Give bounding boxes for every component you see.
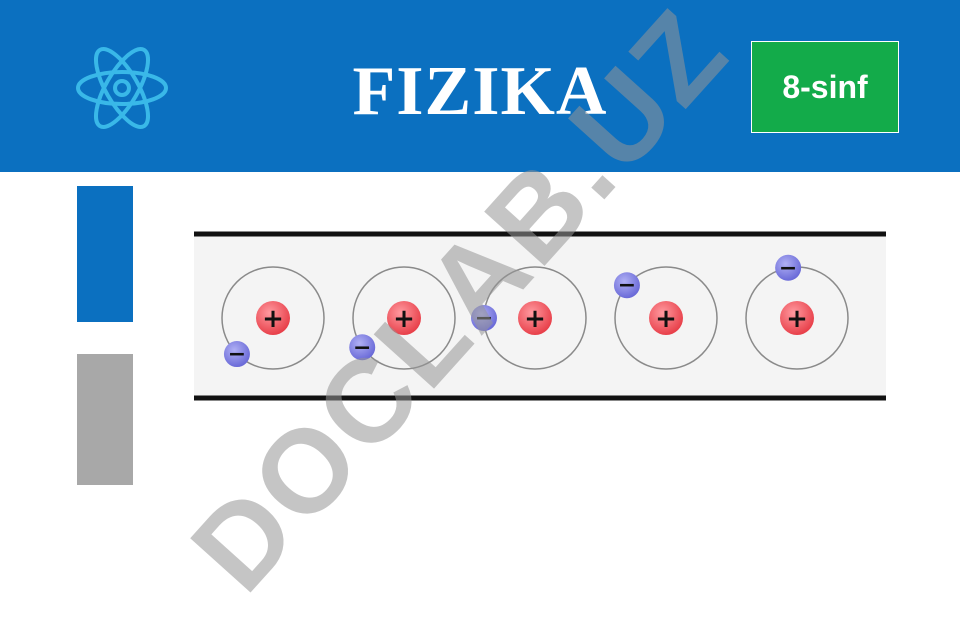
proton	[780, 301, 814, 335]
atoms-in-conductor-diagram: +−+−+−+−+−	[194, 231, 886, 401]
electron-orbit	[614, 266, 718, 370]
proton-label: +	[786, 304, 808, 334]
proton	[649, 301, 683, 335]
side-bar-gray	[77, 354, 133, 485]
side-bar-blue	[77, 186, 133, 322]
atom: +−	[349, 266, 456, 370]
grade-badge: 8-sinf	[751, 41, 899, 133]
atom-icon	[76, 47, 168, 129]
proton	[256, 301, 290, 335]
electron	[775, 254, 802, 281]
proton-label: +	[524, 304, 546, 334]
electron-label: −	[353, 335, 371, 360]
proton	[518, 301, 552, 335]
atom: +−	[745, 254, 849, 370]
electron	[471, 305, 497, 331]
electron-orbit	[352, 266, 456, 370]
proton	[387, 301, 421, 335]
atom: +−	[471, 266, 587, 370]
proton-label: +	[393, 304, 415, 334]
proton-label: +	[655, 304, 677, 334]
proton-label: +	[262, 304, 284, 334]
electron	[349, 334, 376, 361]
electron-orbit	[221, 266, 325, 370]
atom: +−	[613, 266, 718, 370]
page-title: FIZIKA	[352, 53, 608, 130]
electron-label: −	[618, 273, 636, 298]
header-bar: FIZIKA 8-sinf	[0, 0, 960, 172]
electron	[223, 341, 250, 368]
electron	[613, 272, 640, 299]
electron-label: −	[779, 256, 797, 281]
electron-label: −	[228, 342, 246, 367]
atom: +−	[221, 266, 325, 370]
electron-label: −	[475, 306, 493, 331]
